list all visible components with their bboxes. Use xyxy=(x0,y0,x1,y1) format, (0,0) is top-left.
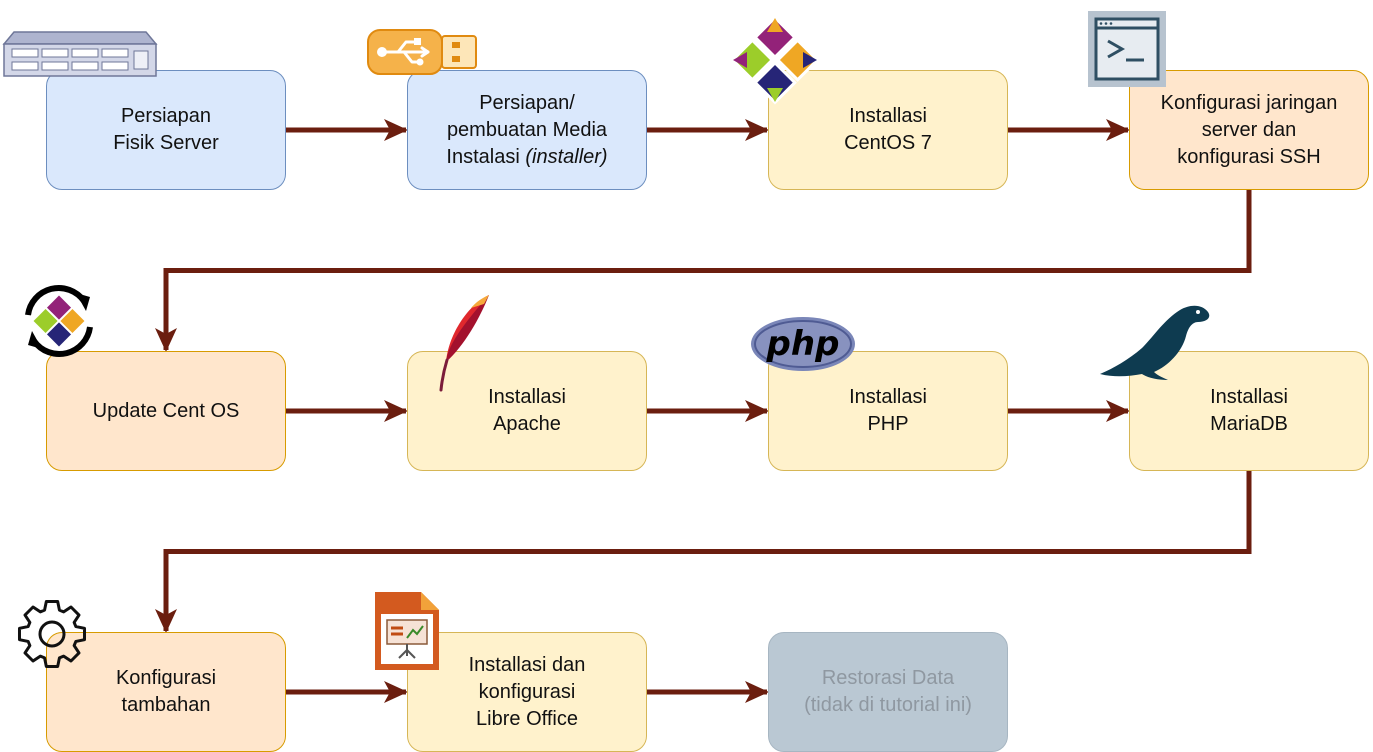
node-update-centos[interactable]: Update Cent OS xyxy=(46,351,286,471)
usb-drive-icon xyxy=(367,29,477,75)
node-restorasi-data[interactable]: Restorasi Data (tidak di tutorial ini) xyxy=(768,632,1008,752)
node-label-line: Persiapan xyxy=(120,105,212,127)
node-label-line: Restorasi Data xyxy=(821,667,955,689)
node-label-line: Konfigurasi jaringan xyxy=(1160,91,1338,114)
connector-arrow xyxy=(155,190,1252,352)
node-label-line: konfigurasi xyxy=(478,680,576,703)
node-label-line: Installasi xyxy=(1210,386,1288,408)
terminal-window-icon xyxy=(1088,11,1166,87)
node-label-line: CentOS 7 xyxy=(844,132,932,154)
node-label-line: Fisik Server xyxy=(113,132,219,154)
node-label-line: Installasi xyxy=(488,386,566,408)
libreoffice-impress-icon xyxy=(375,592,439,670)
node-label-line: Konfigurasi xyxy=(115,667,217,689)
node-label-line: Update Cent OS xyxy=(92,399,240,422)
node-label-line: konfigurasi SSH xyxy=(1177,145,1321,168)
update-sync-icon xyxy=(25,285,93,357)
connector-arrow xyxy=(155,471,1252,633)
node-label-line: Apache xyxy=(493,413,561,435)
mariadb-seal-icon xyxy=(1100,305,1210,380)
node-label-line: server dan xyxy=(1201,118,1297,141)
node-konfigurasi-tambahan[interactable]: Konfigurasi tambahan xyxy=(46,632,286,752)
node-label-line: Installasi xyxy=(849,105,927,127)
php-logo-icon: php xyxy=(751,317,855,371)
server-rack-icon xyxy=(2,31,158,77)
node-label-line: Persiapan/ xyxy=(479,91,575,114)
node-label-line: pembuatan Media xyxy=(446,118,608,141)
centos-logo-icon xyxy=(730,15,820,105)
php-logo-text: php xyxy=(766,324,840,364)
node-label-line: Libre Office xyxy=(476,707,578,730)
apache-feather-icon xyxy=(439,295,489,392)
node-label-line: (tidak di tutorial ini) xyxy=(804,694,972,716)
node-label-line: Installasi xyxy=(849,386,927,408)
node-label-line: Instalasi xyxy=(446,145,520,168)
node-label-line: tambahan xyxy=(121,694,211,716)
node-label-line: PHP xyxy=(867,413,909,435)
gear-icon xyxy=(17,599,87,669)
node-konfigurasi-jaringan-ssh[interactable]: Konfigurasi jaringan server dan konfiguras… xyxy=(1129,70,1369,190)
node-label-line: Installasi dan xyxy=(468,653,586,676)
node-label-italic: (installer) xyxy=(525,145,608,168)
node-label-line: MariaDB xyxy=(1210,413,1288,435)
